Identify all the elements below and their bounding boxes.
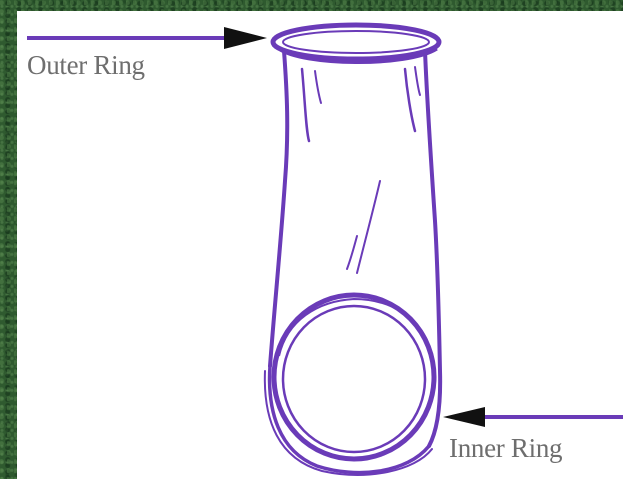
inner-ring-arrow-shaft [482, 415, 623, 419]
inner-ring-inner-edge [283, 306, 425, 452]
diagram-panel: Outer Ring Inner Ring [17, 11, 623, 479]
sheath-left-wall [270, 51, 287, 366]
sheath-crease [302, 69, 309, 141]
outer-ring-label: Outer Ring [27, 52, 145, 79]
inner-ring-label: Inner Ring [449, 435, 562, 462]
inner-ring-outer-edge [274, 295, 434, 459]
outer-ring-arrow-shaft [27, 36, 239, 40]
inner-ring-arrow [443, 407, 623, 427]
outer-ring-inner-edge [283, 31, 429, 53]
outer-ring-arrow-head [224, 27, 267, 49]
inner-ring [274, 295, 434, 459]
sheath-crease [315, 71, 321, 103]
sheath-crease [347, 236, 357, 269]
sheath-crease [415, 67, 420, 95]
sheath-crease [357, 181, 380, 273]
outer-ring [273, 25, 439, 63]
outer-ring-arrow [27, 27, 267, 49]
sheath-crease [405, 69, 415, 131]
inner-ring-arrow-head [443, 407, 485, 427]
inner-ring-highlight [279, 299, 431, 356]
female-condom-diagram [17, 11, 623, 479]
